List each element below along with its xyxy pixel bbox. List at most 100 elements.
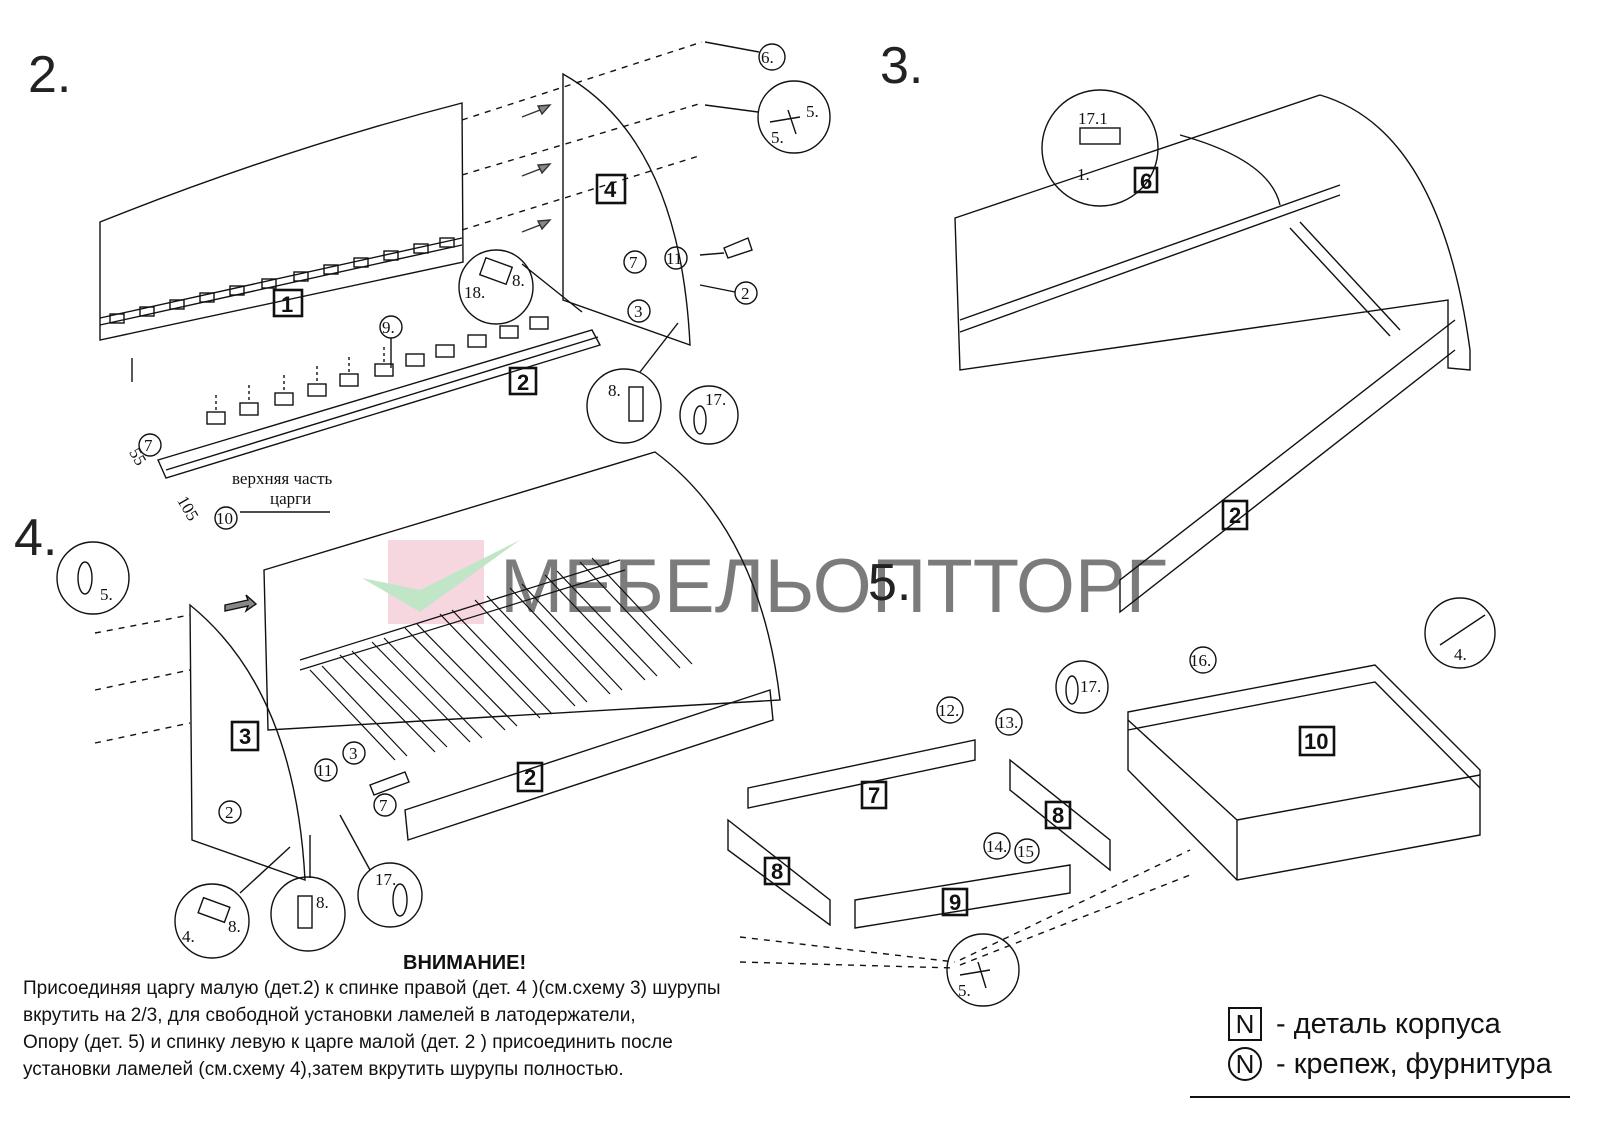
- part-6-label: 6: [1140, 169, 1152, 194]
- fastener-17-1-label: 17.1: [1078, 109, 1108, 128]
- warning-note: Присоединяя царгу малую (дет.2) к спинке…: [23, 975, 883, 1083]
- drawer-box-10: [1127, 664, 1481, 881]
- step-5: 5. 7 8 8 9 12. 13. 14. 15 5.: [727, 554, 1496, 1007]
- dowel-icon: [1439, 614, 1486, 646]
- legend-hardware: N - крепеж, фурнитура: [1228, 1047, 1552, 1081]
- part-4-box: [595, 173, 627, 205]
- cam-lock-icon: [769, 109, 801, 135]
- step-2-dash-lines: [461, 41, 703, 231]
- callout-17-b: [357, 862, 423, 928]
- cam-lock-icon-step5: [959, 961, 991, 989]
- legend-body-part: N - деталь корпуса: [1228, 1007, 1501, 1041]
- fastener-16-label: 16.: [1190, 651, 1211, 670]
- callout-cam-5: [757, 80, 831, 154]
- fastener-10-label: 10: [216, 509, 233, 528]
- screwdriver-tip-icon: [693, 405, 707, 435]
- fastener-13-label: 13.: [997, 713, 1018, 732]
- legend-round-text: - крепеж, фурнитура: [1276, 1047, 1552, 1080]
- step-2: 2. 1 4: [28, 41, 831, 530]
- fastener-4-label-b: 4.: [1454, 645, 1467, 664]
- step-3: 3. 2 17.1 1. 6: [880, 37, 1471, 614]
- slat-holder-icon: [478, 256, 514, 286]
- drawer-back-7: [747, 739, 976, 809]
- warning-line-2: вкрутить на 2/3, для свободной установки…: [23, 1005, 636, 1026]
- fastener-17-label-c: 17.: [1080, 677, 1101, 696]
- callout-4-step5: [1424, 597, 1496, 669]
- part-1-panel: [99, 102, 464, 341]
- fastener-8-label-b: 8.: [608, 381, 621, 400]
- fastener-3-label-b: 3: [349, 744, 358, 763]
- step-4: 4. 2 3 5. 3 11: [14, 451, 781, 959]
- bracket-icon: [628, 386, 644, 422]
- fastener-2-label-a: 2: [741, 284, 750, 303]
- fastener-8-label-a: 8.: [512, 271, 525, 290]
- part-2-rail-step4: [404, 689, 774, 841]
- part-2-label-step3: 2: [1229, 503, 1241, 528]
- screwdriver-handle-icon: [369, 771, 410, 796]
- fastener-7-label-c: 7: [379, 796, 388, 815]
- part-2-box: [508, 366, 538, 396]
- back-panel: [263, 451, 781, 731]
- warning-title: ВНИМАНИЕ!: [403, 952, 527, 974]
- warning-line-4: установки ламелей (см.схему 4),затем вкр…: [23, 1059, 624, 1080]
- hammer-icon: [723, 237, 753, 259]
- part-10-label: 10: [1304, 729, 1328, 754]
- drawer-side-8-right: [1009, 758, 1111, 872]
- legend-round-symbol: N: [1228, 1047, 1262, 1081]
- step-3-number: 3.: [880, 37, 923, 95]
- callout-8-step4: [270, 876, 346, 952]
- slats: [299, 557, 693, 761]
- fastener-5-label-step4: 5.: [100, 585, 113, 604]
- frame-assembly: [954, 94, 1471, 371]
- part-4-label: 4: [604, 177, 617, 202]
- dimension-105: 105: [173, 493, 202, 525]
- fastener-18-label: 18.: [464, 283, 485, 302]
- part-4-panel: [562, 72, 691, 347]
- callout-5-step4: [56, 541, 130, 615]
- arrow-right-icon: [224, 594, 258, 613]
- watermark-text: МЕБЕЛЬОПТТОРГ: [500, 544, 1167, 629]
- callout-4-8: [174, 883, 250, 959]
- screwdriver-icon-step4: [77, 561, 93, 595]
- part-2-slat-holders: [206, 316, 549, 425]
- fastener-5-label-step5: 5.: [958, 981, 971, 1000]
- drawer-side-8-left: [727, 818, 831, 927]
- part-3-label: 3: [239, 724, 251, 749]
- part-1-slat-holders: [109, 237, 455, 324]
- top-part-label-line1: верхняя часть: [232, 469, 333, 488]
- fastener-8-label-d: 8.: [316, 893, 329, 912]
- watermark: МЕБЕЛЬОПТТОРГ: [362, 540, 1167, 629]
- warning-line-1: Присоединяя царгу малую (дет.2) к спинке…: [23, 978, 721, 999]
- callout-cam-5-label-b: 5.: [771, 128, 784, 147]
- callout-17-step5: [1055, 660, 1109, 714]
- callout-cam-5-step5: [946, 933, 1020, 1007]
- legend-square-symbol: N: [1228, 1007, 1262, 1041]
- fastener-12-label: 12.: [938, 701, 959, 720]
- part-1-label: 1: [281, 292, 293, 317]
- fastener-8-label-c: 8.: [228, 917, 241, 936]
- fastener-1-label: 1.: [1077, 165, 1090, 184]
- part-8-label-a: 8: [771, 859, 783, 884]
- part-9-label: 9: [949, 890, 961, 915]
- fastener-11-label-b: 11: [316, 761, 332, 780]
- fastener-17-label-a: 17.: [705, 390, 726, 409]
- fastener-7-label-a: 7: [629, 253, 638, 272]
- part-2-label: 2: [517, 370, 529, 395]
- step-4-number: 4.: [14, 509, 57, 567]
- drawer-front-9: [854, 864, 1071, 929]
- legend-square-text: - деталь корпуса: [1276, 1007, 1501, 1040]
- fastener-14-label: 14.: [986, 837, 1007, 856]
- fastener-9-label: 9.: [382, 318, 395, 337]
- part-3-panel: [189, 603, 306, 882]
- part-8-label-b: 8: [1052, 803, 1064, 828]
- part-2-label-step4: 2: [524, 765, 536, 790]
- step-2-number: 2.: [28, 46, 71, 104]
- top-part-label-line2: царги: [270, 489, 311, 508]
- fastener-3-label-a: 3: [634, 302, 643, 321]
- side-rail-2: [1119, 319, 1456, 614]
- part-7-label: 7: [868, 783, 880, 808]
- callout-cam-5-label-a: 5.: [806, 102, 819, 121]
- part-1-rail: [99, 244, 463, 326]
